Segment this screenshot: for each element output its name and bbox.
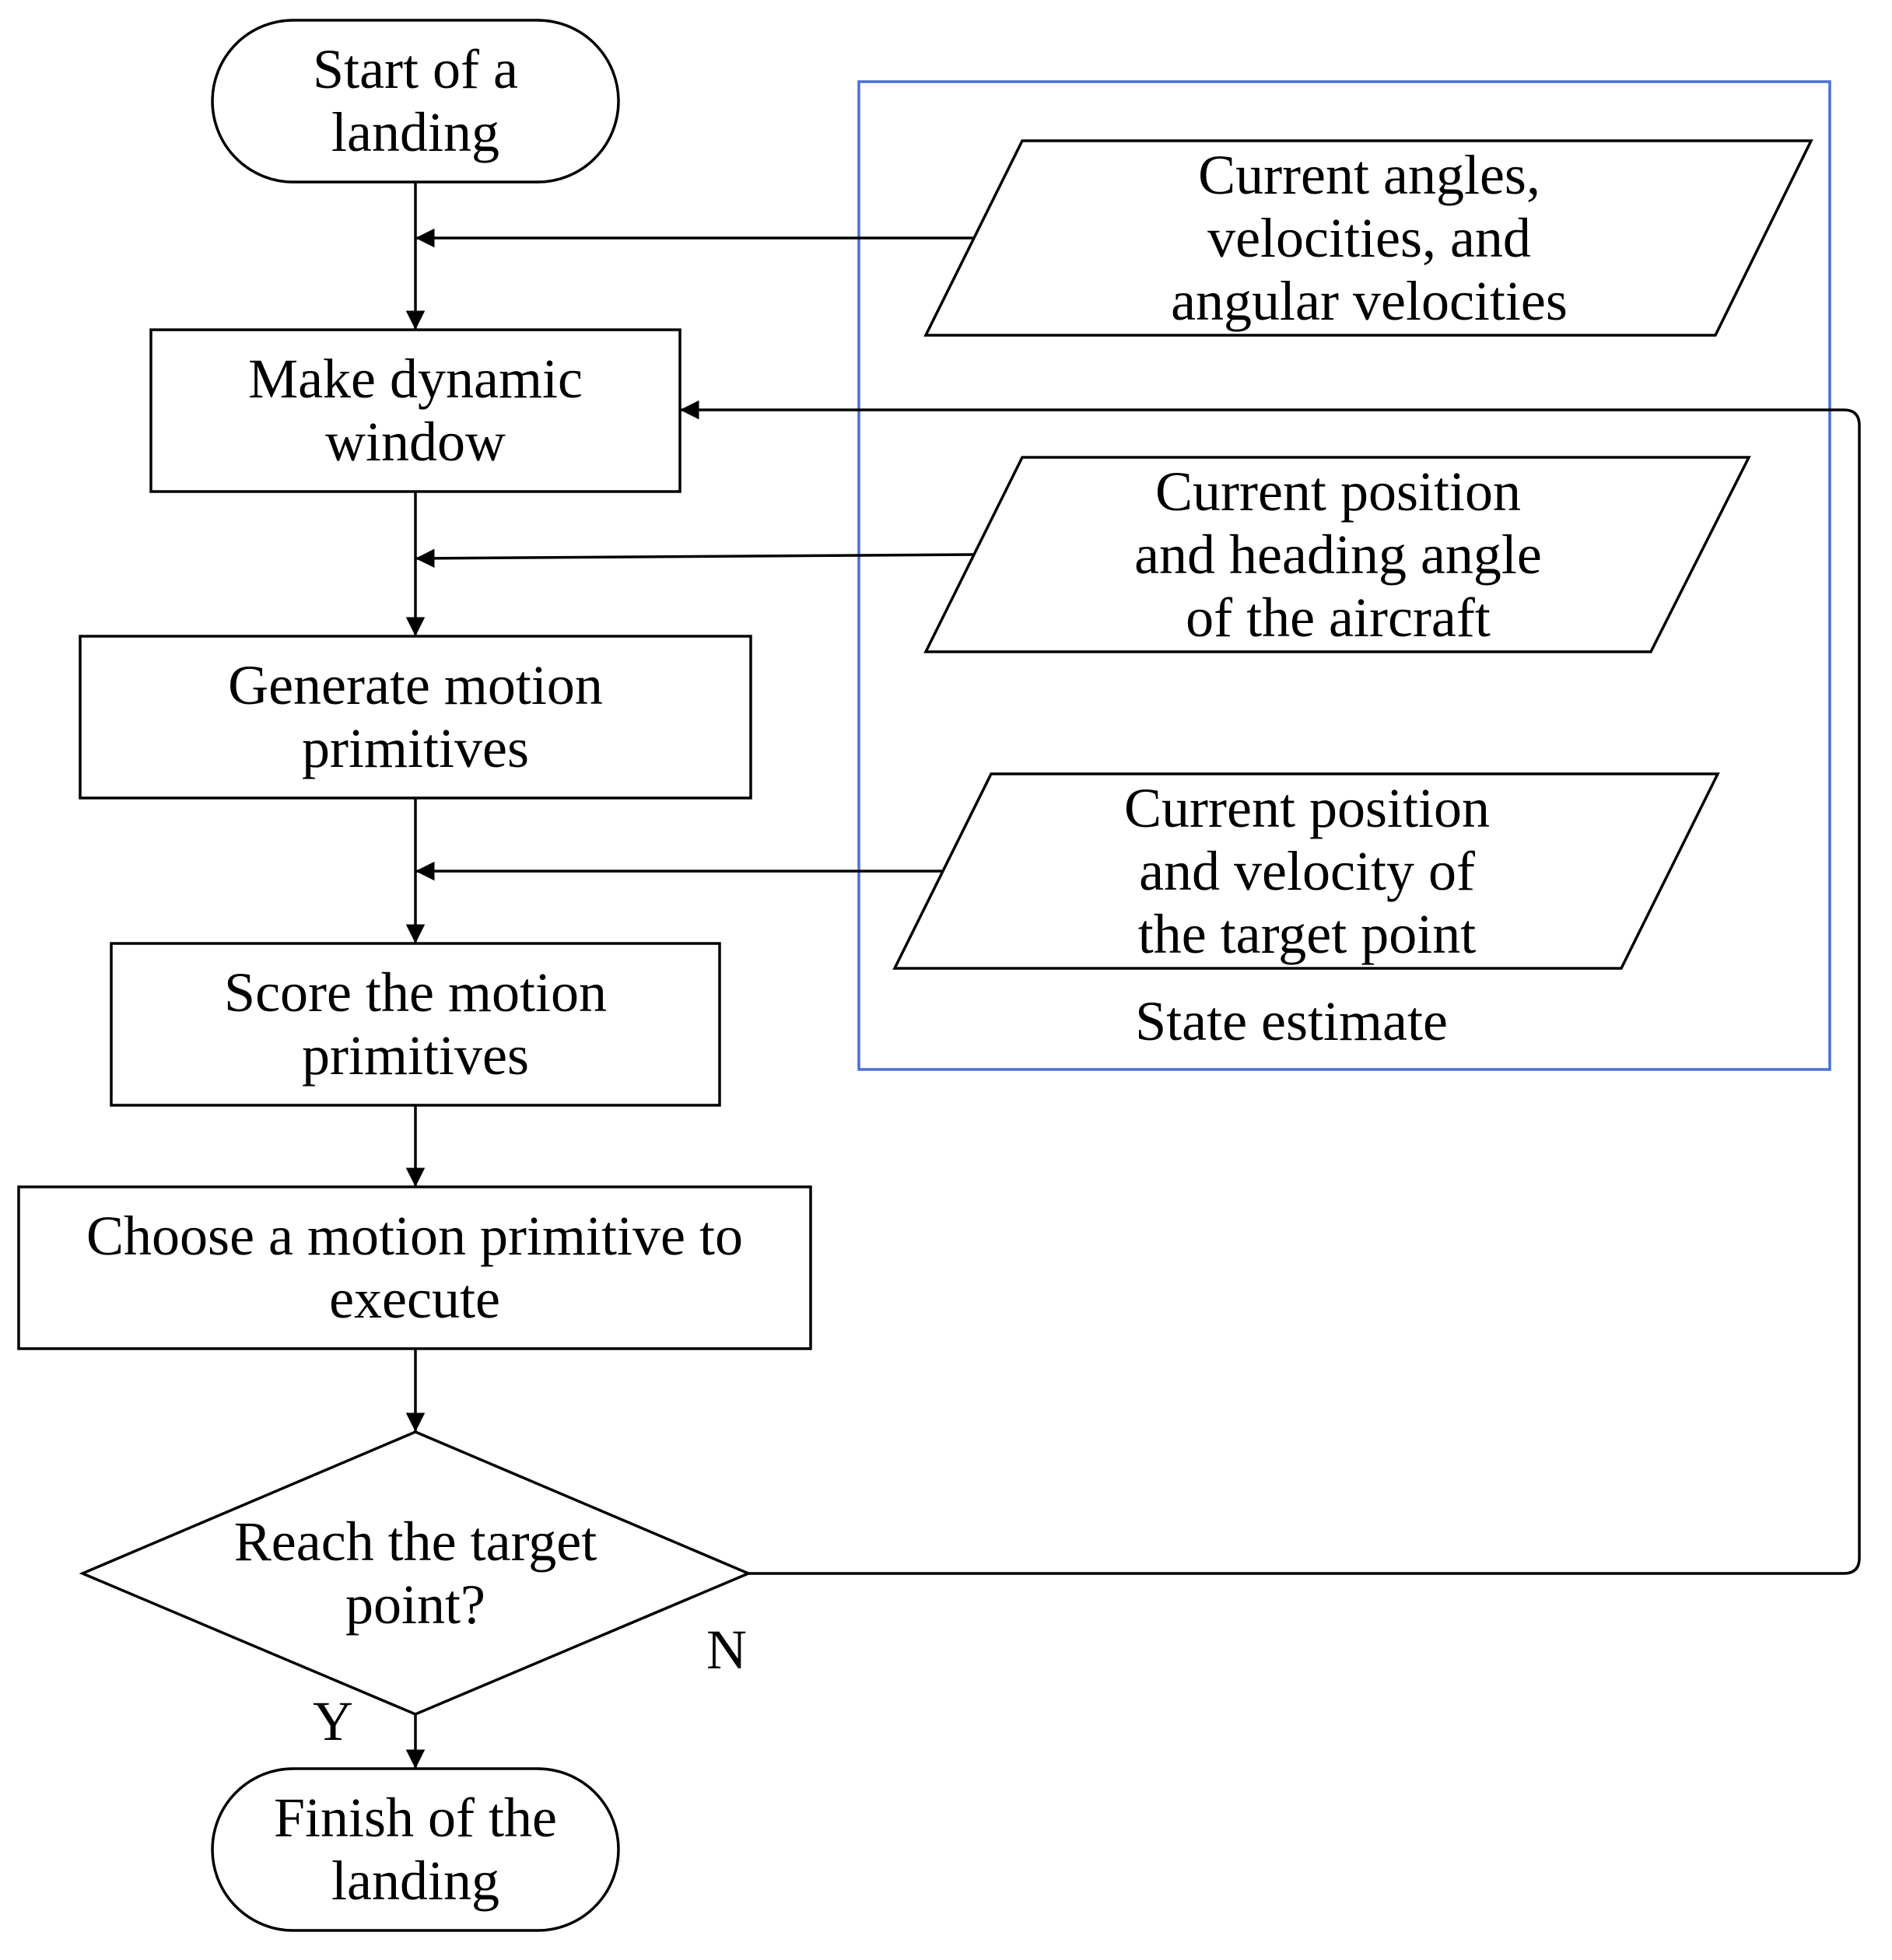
finish-label: Finish of the landing bbox=[273, 1787, 557, 1912]
input-target-label: Current position and velocity of the tar… bbox=[1124, 776, 1490, 965]
decision-label: Reach the target point? bbox=[233, 1510, 597, 1636]
start-label: Start of a landing bbox=[313, 38, 518, 163]
connector-aircraft-input bbox=[415, 548, 975, 569]
score-label: Score the motion primitives bbox=[224, 961, 607, 1087]
input-target-shape bbox=[892, 772, 1720, 970]
state-estimate-group bbox=[857, 80, 1831, 1071]
connector-loop-back bbox=[680, 400, 1861, 1575]
generate-label: Generate motion primitives bbox=[228, 654, 603, 779]
branch-yes-label: Y bbox=[313, 1689, 353, 1752]
make-window-label: Make dynamic window bbox=[248, 348, 583, 473]
state-estimate-label: State estimate bbox=[1135, 989, 1448, 1052]
score-box bbox=[110, 942, 721, 1107]
branch-no-label: N bbox=[706, 1618, 747, 1681]
choose-label: Choose a motion primitive to execute bbox=[86, 1205, 743, 1330]
generate-box bbox=[79, 635, 752, 800]
input-angles-label: Current angles, velocities, and angular … bbox=[1171, 143, 1568, 332]
input-angles-shape bbox=[923, 139, 1813, 337]
input-aircraft-shape bbox=[923, 456, 1751, 653]
input-aircraft-label: Current position and heading angle of th… bbox=[1134, 460, 1542, 649]
